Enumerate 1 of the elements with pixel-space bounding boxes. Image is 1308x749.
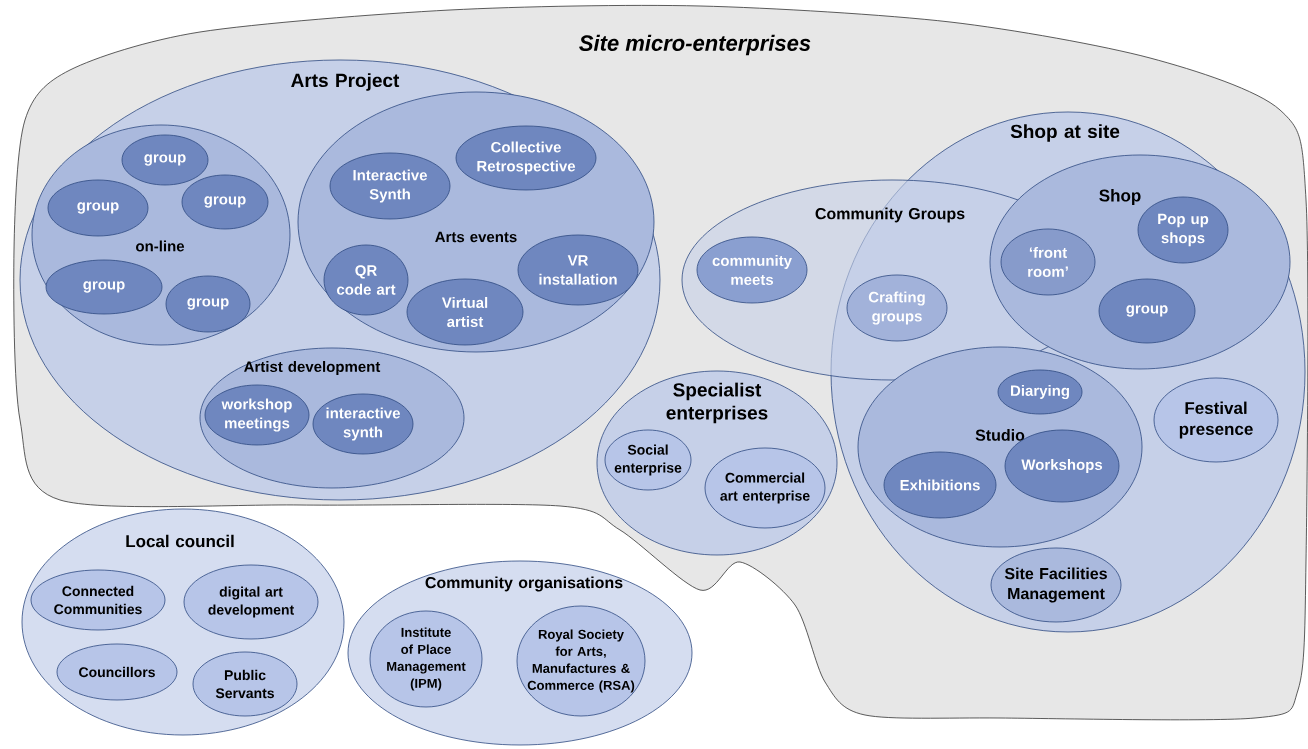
region-title: Site micro-enterprises [579, 34, 811, 56]
